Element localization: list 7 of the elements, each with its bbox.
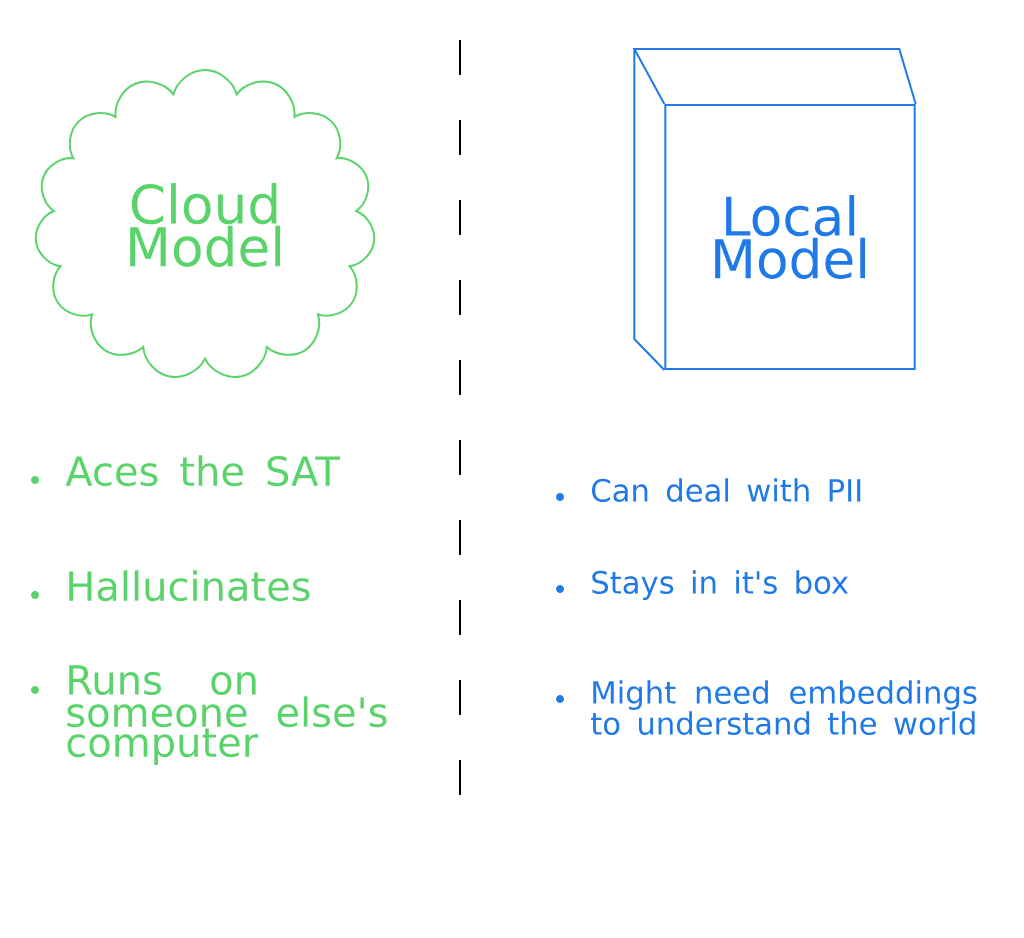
list-item: Runs on someone else's computer <box>31 665 387 765</box>
list-item: Stays in it's box <box>556 570 849 600</box>
cube-drawing: Local Model <box>632 48 917 371</box>
list-item: Hallucinates <box>31 570 310 602</box>
list-item: Aces the SAT <box>31 455 340 487</box>
list-item: Can deal with PII <box>556 478 861 502</box>
list-item: Might need embeddings to understand the world <box>556 680 977 735</box>
